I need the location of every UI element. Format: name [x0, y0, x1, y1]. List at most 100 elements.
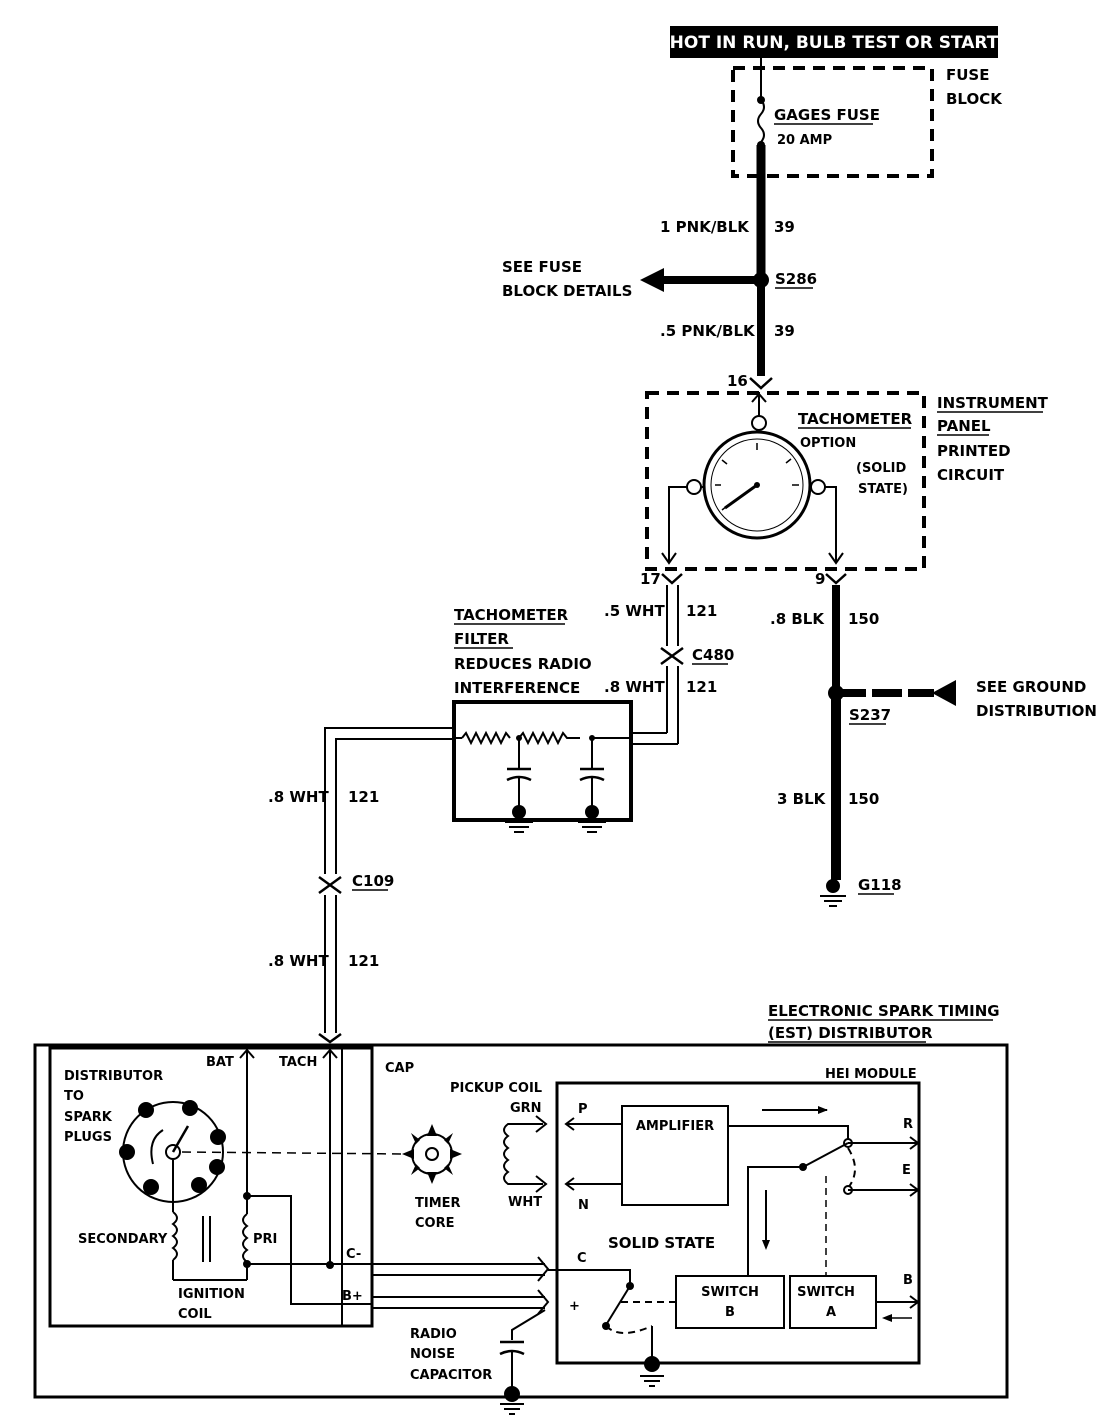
fuse-block-box: [731, 66, 934, 178]
distributor-label-1: DISTRIBUTOR: [64, 1069, 163, 1084]
connector-pin-16: [749, 377, 773, 390]
est-distributor-title-1: ELECTRONIC SPARK TIMING: [768, 1002, 1000, 1020]
hot-in-run-banner: [670, 26, 998, 58]
pin-16-label: 16: [727, 372, 748, 390]
ignition-coil-label-2: COIL: [178, 1307, 212, 1322]
bat-label: BAT: [206, 1055, 234, 1070]
filter-resistor-1-icon: [461, 730, 511, 746]
distributor-label-2: TO: [64, 1089, 84, 1104]
connector-tach-dist: [318, 1032, 342, 1044]
filter-ground-2-icon: [578, 821, 606, 833]
fuse-block-label-2: BLOCK: [946, 90, 1003, 108]
b-plus-label: B+: [342, 1289, 363, 1304]
n-terminal-label: N: [578, 1198, 589, 1213]
switch-a-box: [789, 1275, 877, 1329]
connector-c109-label: C109: [352, 872, 394, 890]
hei-module-box: [555, 1081, 921, 1365]
distributor-rotor-icon: [119, 1100, 226, 1203]
wire-39-upper-circuit: 39: [774, 218, 795, 236]
pin-17-label: 17: [640, 570, 661, 588]
splice-s237-label: S237: [849, 706, 891, 724]
hot-in-run-label: HOT IN RUN, BULB TEST OR START: [670, 33, 999, 53]
timer-core-icon: [402, 1124, 462, 1184]
solid-state-label-2: STATE): [858, 482, 908, 497]
connector-pin-17: [661, 573, 683, 585]
wire-150-lower-circuit: 150: [848, 790, 879, 808]
hei-ground-icon: [640, 1375, 664, 1387]
ground-dist-ref-2: DISTRIBUTION: [976, 702, 1097, 720]
gages-fuse-label: GAGES FUSE: [774, 106, 880, 124]
distributor-cap-box: [48, 1046, 374, 1328]
pin-9-label: 9: [815, 570, 825, 588]
switch-b-box: [675, 1275, 785, 1329]
instrument-panel-label-3: PRINTED: [937, 442, 1011, 460]
tach-terminal-left: [686, 479, 702, 495]
c-terminal-label: C: [577, 1251, 587, 1266]
wire-39-lower-circuit: 39: [774, 322, 795, 340]
ground-dist-arrow-icon: [932, 680, 956, 706]
p-terminal-label: P: [578, 1102, 588, 1117]
c-minus-label: C-: [346, 1247, 361, 1262]
switch-b-label-1: SWITCH: [701, 1285, 759, 1300]
tachometer-gauge-icon: [702, 430, 812, 540]
timer-core-label-2: CORE: [415, 1216, 454, 1231]
pickup-coil-label: PICKUP COIL: [450, 1081, 542, 1096]
pri-label: PRI: [253, 1232, 277, 1247]
fuse-details-arrow-icon: [640, 268, 664, 292]
distributor-label-4: PLUGS: [64, 1130, 112, 1145]
tach-filter-title-2: FILTER: [454, 630, 509, 648]
tachometer-title: TACHOMETER: [798, 410, 913, 428]
connector-c109: [318, 875, 342, 895]
connector-c480: [660, 646, 684, 666]
tach-filter-title-1: TACHOMETER: [454, 606, 569, 624]
instrument-panel-label-4: CIRCUIT: [937, 466, 1005, 484]
wire-150-upper-size: .8 BLK: [770, 610, 825, 628]
ground-g118-icon: [820, 895, 846, 907]
wht-label: WHT: [508, 1195, 542, 1210]
tach-label: TACH: [279, 1055, 317, 1070]
tach-filter-desc-1: REDUCES RADIO: [454, 655, 592, 673]
b-terminal-label: B: [903, 1273, 913, 1288]
plus-terminal-label: +: [569, 1299, 580, 1314]
connector-pin-9: [825, 573, 847, 585]
amplifier-label: AMPLIFIER: [636, 1119, 714, 1134]
distributor-outer-box: [33, 1043, 1009, 1399]
wire-121-b-circuit: 121: [686, 678, 717, 696]
wire-39-lower-size: .5 PNK/BLK: [660, 322, 756, 340]
gages-fuse-icon: [757, 99, 765, 143]
ground-g118-label: G118: [858, 876, 902, 894]
ignition-coil-icon: [171, 1211, 249, 1281]
wire-121-c-circuit: 121: [348, 788, 379, 806]
fuse-details-ref-2: BLOCK DETAILS: [502, 282, 632, 300]
wire-150-lower-size: 3 BLK: [777, 790, 827, 808]
radio-noise-label-1: RADIO: [410, 1327, 457, 1342]
cap-label: CAP: [385, 1061, 414, 1076]
distributor-label-3: SPARK: [64, 1110, 113, 1125]
connector-c480-label: C480: [692, 646, 734, 664]
radio-noise-label-2: NOISE: [410, 1347, 455, 1362]
wire-121-c-size: .8 WHT: [268, 788, 329, 806]
radio-noise-label-3: CAPACITOR: [410, 1368, 492, 1383]
fuse-rating-label: 20 AMP: [777, 133, 832, 148]
timer-core-label-1: TIMER: [415, 1196, 461, 1211]
wire-121-b-size: .8 WHT: [604, 678, 665, 696]
instrument-panel-label-1: INSTRUMENT: [937, 394, 1049, 412]
instrument-panel-box: [645, 391, 926, 571]
filter-resistor-2-icon: [518, 730, 580, 746]
tachometer-option: OPTION: [800, 436, 856, 451]
amplifier-box: [621, 1105, 729, 1206]
fuse-block-label: FUSE: [946, 66, 989, 84]
tach-filter-box: [452, 700, 633, 822]
wire-121-d-size: .8 WHT: [268, 952, 329, 970]
wire-150-upper-circuit: 150: [848, 610, 879, 628]
splice-s286-label: S286: [775, 270, 817, 288]
e-terminal-label: E: [902, 1163, 911, 1178]
grn-label: GRN: [510, 1101, 542, 1116]
switch-b-label-2: B: [725, 1305, 735, 1320]
fuse-details-ref-1: SEE FUSE: [502, 258, 582, 276]
tach-filter-desc-2: INTERFERENCE: [454, 679, 580, 697]
wire-39-upper-size: 1 PNK/BLK: [660, 218, 750, 236]
pickup-coil-icon: [503, 1123, 520, 1185]
est-distributor-title-2: (EST) DISTRIBUTOR: [768, 1024, 933, 1042]
